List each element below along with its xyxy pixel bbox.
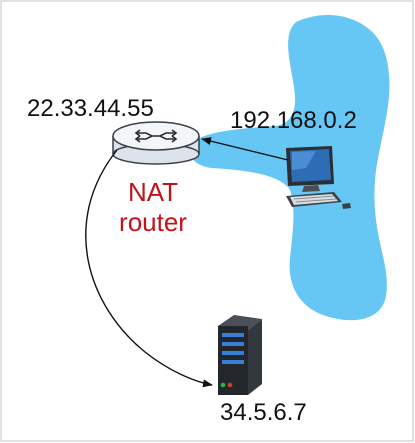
laptop-icon (286, 146, 351, 209)
host-to-router-arrow (201, 137, 289, 161)
server-icon (218, 315, 262, 395)
host-ip-label: 192.168.0.2 (230, 107, 357, 134)
router-ip-label: 22.33.44.55 (27, 95, 154, 122)
server-ip-label: 34.5.6.7 (220, 399, 307, 426)
router-to-server-arrow (85, 149, 213, 388)
router-icon (112, 121, 200, 165)
nat-label-line1: NAT (127, 177, 179, 207)
nat-label-line2: router (119, 207, 187, 237)
nat-router-label: NAT router (105, 177, 201, 237)
